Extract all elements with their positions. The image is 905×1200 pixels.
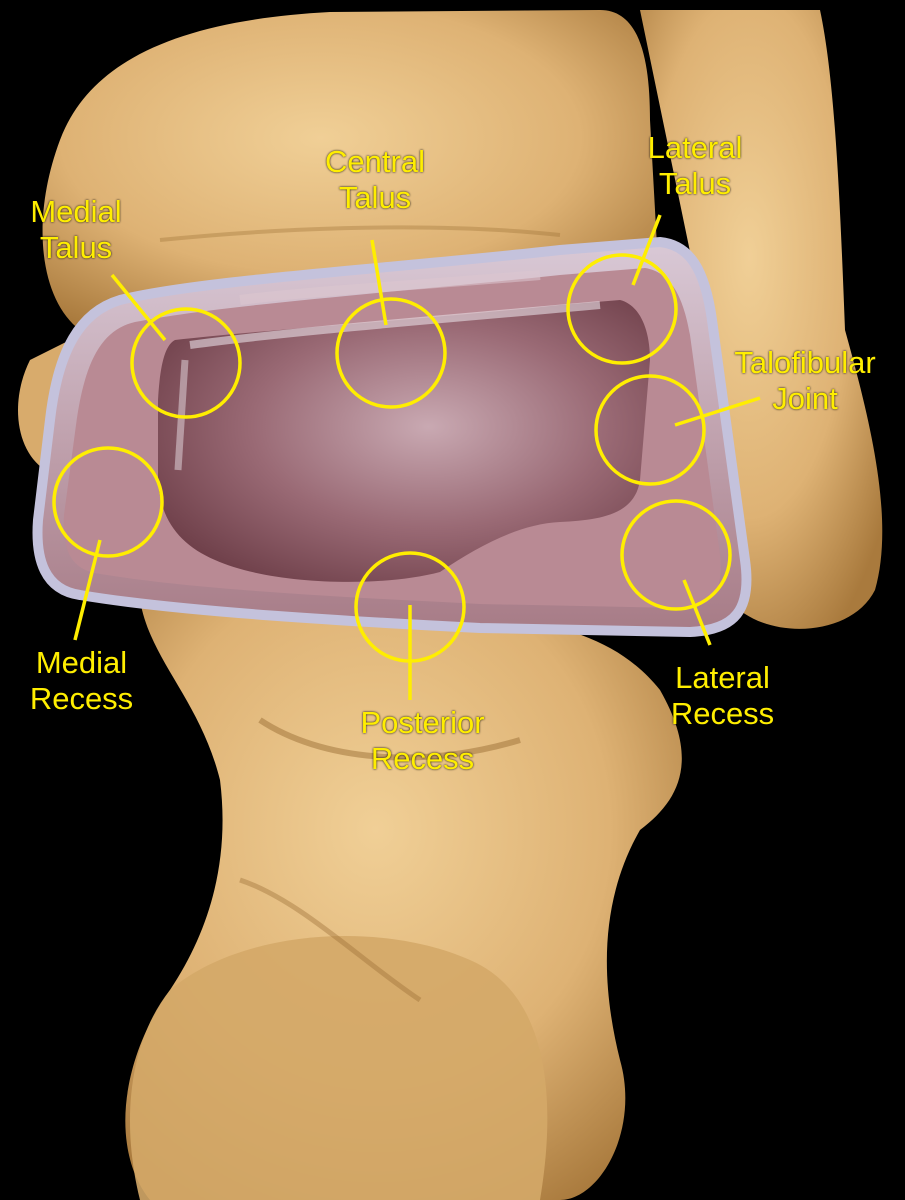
medial-talus-label: Medial Talus bbox=[16, 194, 136, 266]
lateral-talus-label: Lateral Talus bbox=[630, 130, 760, 202]
talofibular-joint-label: Talofibular Joint bbox=[715, 345, 895, 417]
calcaneus-bone bbox=[130, 936, 547, 1200]
posterior-recess-label: Posterior Recess bbox=[340, 705, 505, 777]
lateral-recess-label: Lateral Recess bbox=[655, 660, 790, 732]
medial-recess-label: Medial Recess bbox=[14, 645, 149, 717]
central-talus-label: Central Talus bbox=[310, 144, 440, 216]
